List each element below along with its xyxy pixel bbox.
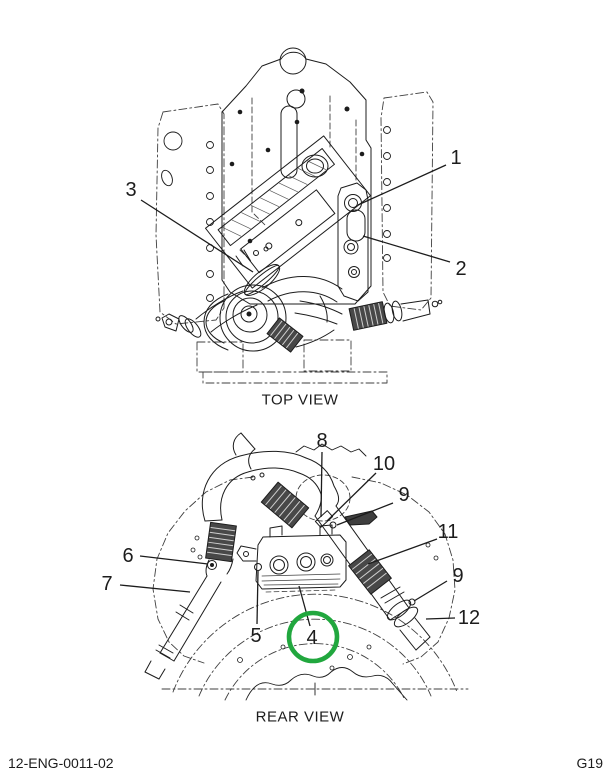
rear-view-right-pipe (314, 505, 431, 651)
top-view-turbocharger (203, 246, 287, 352)
leader-1 (357, 164, 447, 206)
rear-view-block-outlines (152, 474, 469, 701)
callout-9-right: 9 (452, 565, 464, 587)
leader-10 (326, 472, 377, 522)
callout-4: 4 (306, 627, 318, 649)
callout-11: 11 (437, 521, 459, 543)
callout-5: 5 (250, 625, 262, 647)
top-view-bracket (337, 182, 369, 302)
rear-view-drawing (144, 432, 469, 701)
rear-view-bolt-holes (190, 535, 439, 671)
rear-view-top-edge (295, 443, 367, 457)
leader-11 (367, 538, 438, 565)
rear-view-center-block (236, 524, 347, 593)
top-view-housing (221, 47, 372, 305)
rear-view-bellows-left (205, 521, 237, 563)
leader-9-top (336, 502, 394, 526)
rear-view-caption: REAR VIEW (255, 708, 345, 726)
top-view-cooler-assembly (205, 135, 371, 289)
leader-4 (298, 585, 311, 627)
leader-3 (140, 199, 254, 273)
callout-6: 6 (122, 545, 134, 567)
top-view-drawing (155, 47, 443, 384)
callout-1: 1 (450, 147, 462, 169)
leader-5 (256, 570, 259, 625)
leader-9-right (413, 580, 448, 602)
rear-view-elbow-pipes (201, 432, 340, 522)
callout-3: 3 (125, 179, 137, 201)
rear-view-casting-edge (245, 667, 408, 701)
leader-2 (362, 235, 451, 263)
leader-8 (320, 451, 323, 518)
green-highlight-circle (286, 610, 340, 664)
top-view-caption: TOP VIEW (261, 391, 339, 409)
drawing-number: 12-ENG-0011-02 (8, 755, 114, 771)
top-view-head-outlines (155, 91, 434, 384)
leader-6 (139, 555, 209, 565)
leader-7 (119, 584, 191, 593)
callout-7: 7 (101, 573, 113, 595)
leader-lines (119, 164, 456, 627)
rear-view-left-pipe (144, 558, 234, 680)
callout-2: 2 (455, 258, 467, 280)
top-view-pipes (155, 276, 443, 353)
leader-12 (425, 617, 456, 620)
callout-9-top: 9 (398, 484, 410, 506)
callout-10: 10 (372, 453, 396, 475)
callout-12: 12 (457, 607, 481, 629)
rear-view-bellows-upper (260, 481, 310, 529)
page-code: G19 (576, 755, 603, 771)
callout-8: 8 (316, 430, 328, 452)
